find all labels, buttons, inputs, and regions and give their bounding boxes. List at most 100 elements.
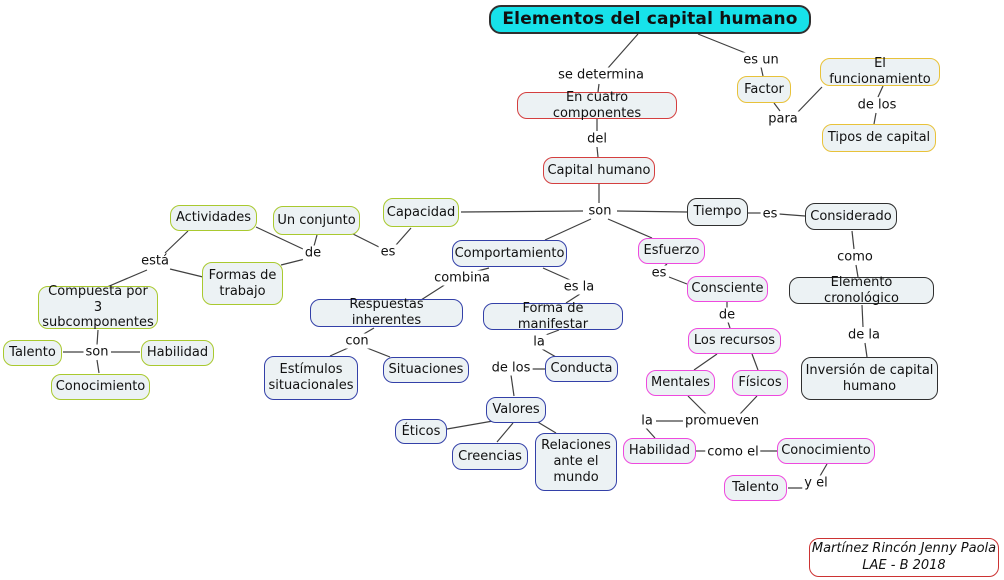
link-label-combina: combina [432, 270, 492, 286]
node-capital-humano: Capital humano [543, 157, 655, 184]
node-respuestas-inherentes: Respuestas inherentes [310, 297, 463, 328]
connector-line [607, 33, 639, 69]
connector-line [668, 276, 688, 285]
connector-line [544, 218, 592, 241]
node-talento-2: Talento [724, 475, 787, 501]
node-mentales: Mentales [646, 370, 715, 396]
node-habilidad-2: Habilidad [623, 438, 696, 464]
connector-line [855, 264, 859, 278]
node-estimulos-situacionales: Estímulos situacionales [264, 356, 358, 400]
node-valores: Valores [486, 397, 546, 423]
connector-line [877, 85, 884, 98]
connector-line [395, 227, 412, 246]
connector-line [597, 83, 600, 93]
link-label-del: del [585, 131, 609, 147]
node-conducta: Conducta [545, 356, 618, 382]
node-considerado: Considerado [805, 203, 897, 230]
author-group-year: LAE - B 2018 [862, 557, 946, 573]
link-label-se-determina: se determina [556, 67, 646, 83]
connector-line [460, 210, 584, 213]
connector-line [687, 395, 707, 415]
connector-line [535, 420, 557, 434]
link-label-son-1: son [586, 203, 614, 219]
link-label-es-la: es la [561, 279, 597, 295]
node-el-funcionamiento: El funcionamiento [820, 56, 940, 87]
connector-line [366, 347, 391, 358]
connector-line [864, 342, 868, 358]
connector-line [164, 230, 189, 254]
connector-line [169, 268, 204, 278]
link-label-de-la: de la [846, 327, 882, 343]
connector-line [96, 359, 100, 374]
connector-line [255, 226, 304, 250]
node-conocimiento-1: Conocimiento [51, 374, 150, 400]
connector-line [352, 233, 380, 248]
link-label-para: para [766, 111, 800, 127]
node-relaciones-ante-el-mundo: Relaciones ante el mundo [535, 433, 617, 491]
connector-line [645, 427, 656, 439]
node-inversion-de-capital-humano: Inversión de capital humano [801, 357, 938, 400]
node-conocimiento-2: Conocimiento [777, 438, 875, 464]
node-tiempo: Tiempo [687, 198, 748, 226]
connector-line [616, 210, 688, 213]
link-label-de-1: de [302, 245, 324, 261]
connector-line [329, 347, 349, 357]
connector-line [542, 267, 571, 281]
author-name: Martínez Rincón Jenny Paola [811, 540, 997, 556]
node-los-recursos: Los recursos [688, 328, 781, 354]
connector-line [510, 374, 515, 397]
connector-line [873, 112, 877, 125]
author-credit-box: Martínez Rincón Jenny Paola LAE - B 2018 [809, 538, 999, 577]
connector-line [819, 463, 828, 477]
connector-line [727, 321, 731, 329]
link-label-esta: está [139, 253, 171, 269]
connector-line [751, 353, 759, 371]
link-label-de-los-2: de los [489, 360, 533, 376]
node-un-conjunto: Un conjunto [273, 206, 360, 235]
node-elemento-cronologico: Elemento cronológico [789, 275, 934, 306]
link-label-de-los-1: de los [855, 97, 899, 113]
link-label-la-2: la [639, 413, 655, 429]
connector-line [739, 395, 758, 415]
node-situaciones: Situaciones [383, 357, 469, 383]
node-compuesta-por-3: Compuesta por 3 subcomponentes [38, 284, 158, 330]
connector-line [96, 329, 99, 346]
connector-line [794, 86, 823, 116]
node-fisicos: Físicos [732, 370, 788, 396]
link-label-como-el: como el [705, 444, 761, 460]
connector-line [773, 102, 781, 112]
node-esfuerzo: Esfuerzo [638, 238, 705, 264]
link-label-son-2: son [83, 344, 111, 360]
connector-line [313, 234, 318, 247]
connector-line [851, 230, 855, 250]
node-consciente: Consciente [687, 276, 768, 302]
node-title: Elementos del capital humano [489, 5, 811, 34]
connector-line [106, 269, 148, 288]
connector-line [496, 422, 514, 443]
link-label-es-un: es un [741, 52, 781, 68]
node-eticos: Éticos [395, 419, 447, 444]
link-label-es-capacidad: es [378, 244, 398, 260]
node-talento-1: Talento [3, 340, 62, 366]
link-label-promueven: promueven [682, 413, 762, 429]
node-actividades: Actividades [170, 205, 257, 231]
connector-line [778, 213, 806, 217]
node-forma-de-manifestar: Forma de manifestar [483, 301, 623, 332]
link-label-con: con [343, 333, 371, 349]
node-en-cuatro-componentes: En cuatro componentes [517, 90, 677, 121]
node-capacidad: Capacidad [383, 198, 459, 227]
connector-line [607, 218, 653, 239]
connector-line [446, 420, 494, 430]
link-label-es-tiempo: es [760, 206, 780, 222]
node-habilidad-1: Habilidad [141, 340, 214, 366]
connector-line [541, 348, 557, 358]
node-formas-de-trabajo: Formas de trabajo [202, 262, 283, 305]
link-label-y-el: y el [802, 475, 830, 491]
connector-line [861, 304, 864, 328]
connector-line [565, 293, 581, 304]
connector-line [760, 66, 764, 77]
connector-line [697, 33, 749, 55]
connector-line [596, 146, 599, 158]
